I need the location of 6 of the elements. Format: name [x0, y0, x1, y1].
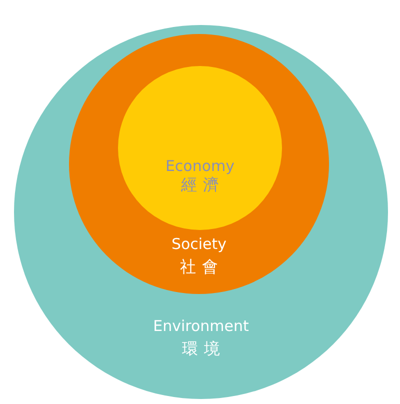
chinese-label: 環境	[182, 341, 226, 357]
circle-label: Economy	[165, 159, 235, 174]
chinese-label: 經濟	[181, 177, 225, 193]
circle-label: Society	[171, 237, 227, 252]
chinese-label: 社會	[180, 259, 224, 275]
circle-label: Environment	[153, 319, 249, 334]
